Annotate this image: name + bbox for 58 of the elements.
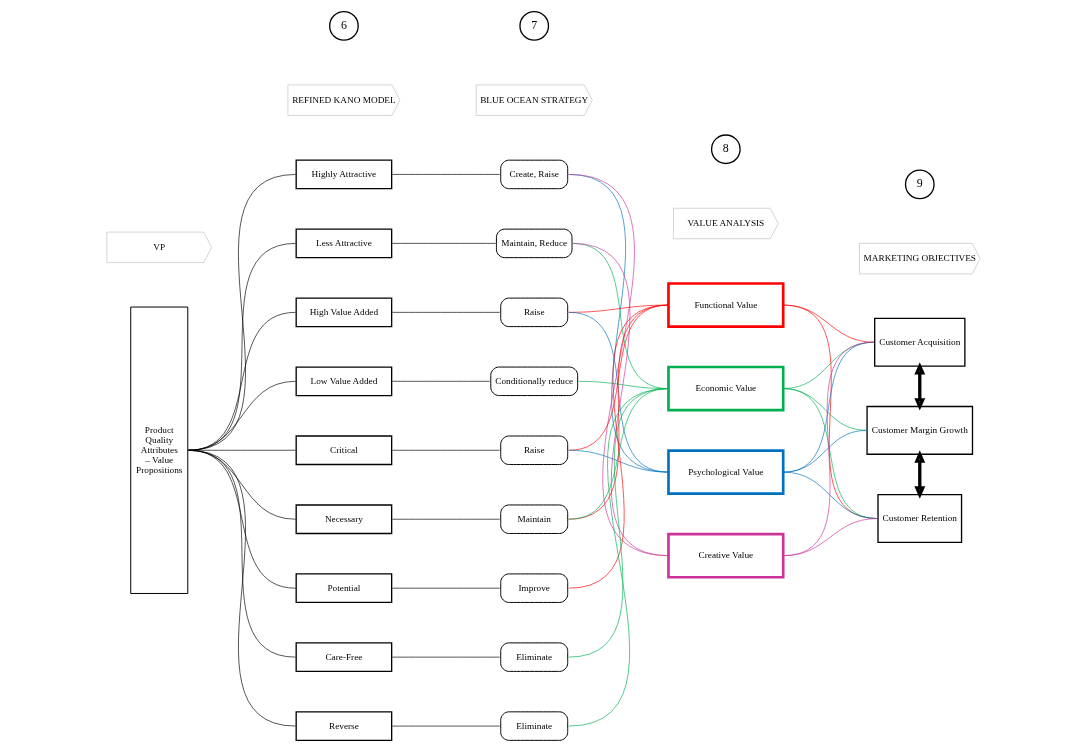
node-box: Eliminate bbox=[499, 710, 568, 741]
connector bbox=[782, 429, 867, 472]
connector bbox=[391, 173, 500, 175]
connector bbox=[571, 242, 669, 556]
connector bbox=[391, 656, 500, 657]
node-circle: 8 bbox=[710, 133, 741, 164]
connector bbox=[187, 311, 296, 451]
connector bbox=[567, 304, 669, 588]
node-box: Less Attractive bbox=[295, 227, 392, 258]
node-box: Reverse bbox=[295, 710, 392, 741]
node-box: Eliminate bbox=[499, 641, 568, 672]
connector bbox=[567, 387, 669, 520]
connector bbox=[391, 380, 490, 382]
node-box: Potential bbox=[295, 572, 392, 603]
connector bbox=[391, 725, 500, 726]
connector bbox=[187, 242, 296, 451]
connector bbox=[567, 173, 669, 472]
connector bbox=[567, 173, 669, 556]
node-circle: 7 bbox=[518, 10, 549, 41]
connector bbox=[187, 380, 296, 451]
connector bbox=[567, 304, 669, 520]
node-box: Customer Acquisition bbox=[873, 317, 966, 367]
node-circle: 6 bbox=[328, 10, 359, 41]
node-box: Customer Retention bbox=[876, 493, 962, 543]
node-box: Improve bbox=[499, 572, 568, 603]
connector bbox=[391, 587, 500, 588]
connector bbox=[391, 449, 500, 451]
node-box: Maintain, Reduce bbox=[495, 228, 572, 258]
node-box: Highly Attractive bbox=[295, 159, 392, 189]
node-box: Creative Value bbox=[666, 532, 784, 579]
node-box: Care-Free bbox=[295, 641, 392, 672]
node-box: Functional Value bbox=[666, 281, 784, 328]
connector bbox=[567, 387, 669, 726]
connector bbox=[782, 517, 878, 556]
node-box: Conditionally reduce bbox=[489, 366, 578, 396]
connector bbox=[567, 311, 669, 472]
node-box: Customer Margin Growth bbox=[865, 405, 973, 455]
connector bbox=[567, 387, 669, 657]
connector bbox=[567, 449, 669, 472]
node-box: Low Value Added bbox=[295, 365, 392, 396]
node-box: Raise bbox=[499, 297, 568, 327]
node-box: Necessary bbox=[295, 503, 392, 534]
node-circle: 9 bbox=[904, 168, 935, 199]
connector bbox=[391, 242, 496, 244]
node-box: Psychological Value bbox=[666, 448, 784, 495]
node-box: High Value Added bbox=[295, 296, 392, 327]
node-box: Critical bbox=[295, 434, 392, 465]
node-box: Economic Value bbox=[666, 365, 784, 411]
node-box: Maintain bbox=[499, 503, 568, 534]
connector bbox=[391, 518, 500, 520]
node-box: Raise bbox=[499, 435, 568, 465]
node-box: Create, Raise bbox=[499, 159, 568, 189]
connector bbox=[187, 449, 296, 726]
connector bbox=[391, 311, 500, 313]
arrow bbox=[913, 449, 925, 499]
connector bbox=[187, 173, 296, 451]
node-box: Product Quality Attributes – Value Propositions bbox=[129, 306, 188, 594]
arrow bbox=[913, 361, 925, 411]
